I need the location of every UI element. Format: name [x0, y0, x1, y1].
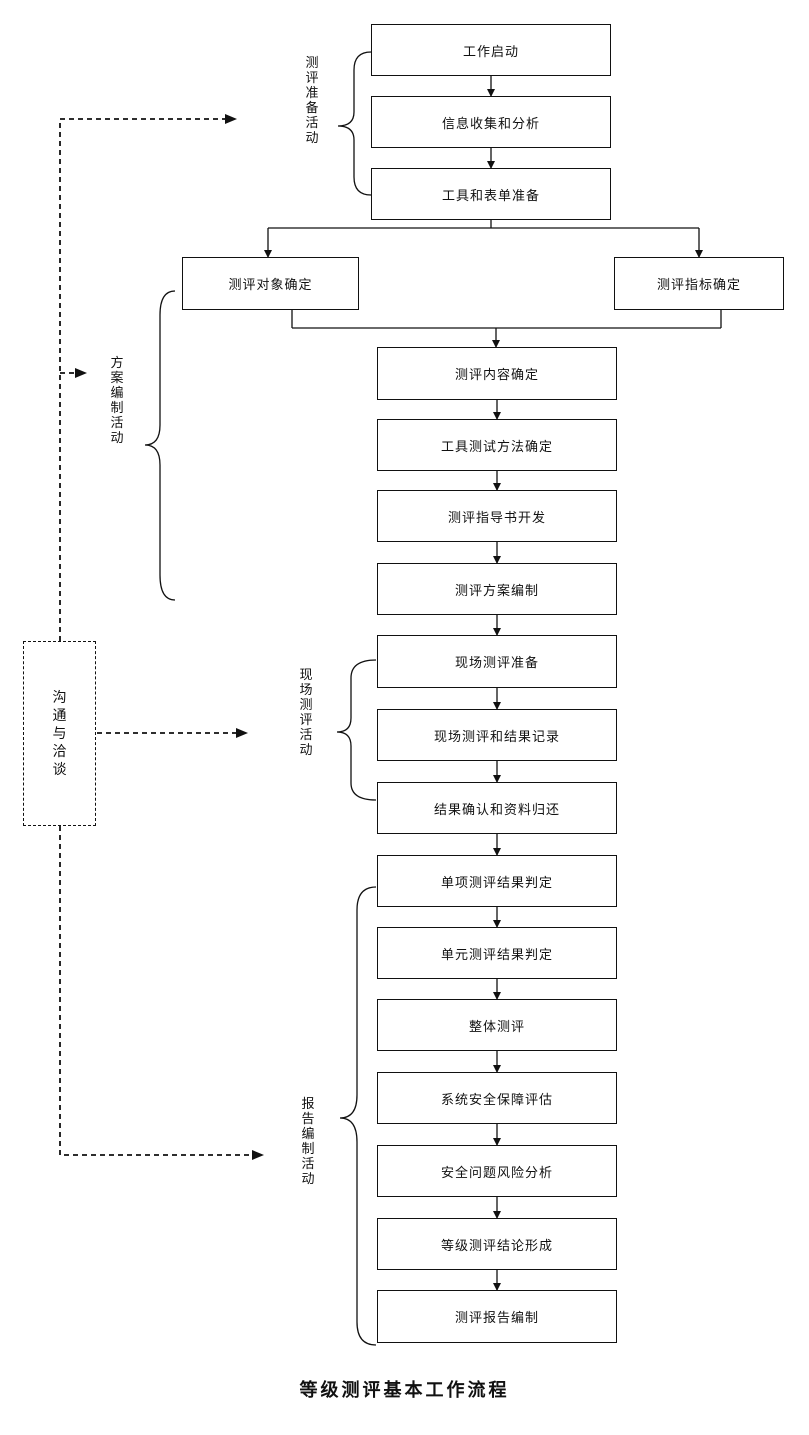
step-siteprep: 现场测评准备 [377, 635, 617, 688]
communication-label: 沟通与洽谈 [52, 689, 67, 778]
comm-arrowhead-plan [75, 368, 87, 378]
step-tools: 工具和表单准备 [371, 168, 611, 220]
step-report: 测评报告编制 [377, 1290, 617, 1343]
brace-report [339, 886, 377, 1346]
step-indicator: 测评指标确定 [614, 257, 784, 310]
diagram-title: 等级测评基本工作流程 [299, 1380, 510, 1401]
comm-arrowhead-onsite [236, 728, 248, 738]
brace-onsite [336, 659, 377, 801]
communication-box: 沟通与洽谈 [23, 641, 96, 826]
step-start: 工作启动 [371, 24, 611, 76]
step-overall: 整体测评 [377, 999, 617, 1051]
comm-line-prep [59, 118, 225, 641]
step-scheme: 测评方案编制 [377, 563, 617, 615]
comm-arrowhead-prep [225, 114, 237, 124]
step-object: 测评对象确定 [182, 257, 359, 310]
phase-label-prep: 测评准备活动 [305, 56, 319, 146]
brace-prep [337, 51, 372, 196]
step-single: 单项测评结果判定 [377, 855, 617, 907]
step-info: 信息收集和分析 [371, 96, 611, 148]
step-content: 测评内容确定 [377, 347, 617, 400]
step-safeguard: 系统安全保障评估 [377, 1072, 617, 1124]
step-risk: 安全问题风险分析 [377, 1145, 617, 1197]
comm-arrowhead-report [252, 1150, 264, 1160]
brace-plan [144, 290, 176, 601]
phase-label-plan: 方案编制活动 [110, 356, 124, 446]
step-siterecord: 现场测评和结果记录 [377, 709, 617, 761]
step-guide: 测评指导书开发 [377, 490, 617, 542]
step-toolmethod: 工具测试方法确定 [377, 419, 617, 471]
comm-line-report [59, 826, 252, 1156]
step-confirm: 结果确认和资料归还 [377, 782, 617, 834]
phase-label-report: 报告编制活动 [301, 1097, 315, 1187]
step-unit: 单元测评结果判定 [377, 927, 617, 979]
step-conclusion: 等级测评结论形成 [377, 1218, 617, 1270]
phase-label-onsite: 现场测评活动 [299, 668, 313, 758]
